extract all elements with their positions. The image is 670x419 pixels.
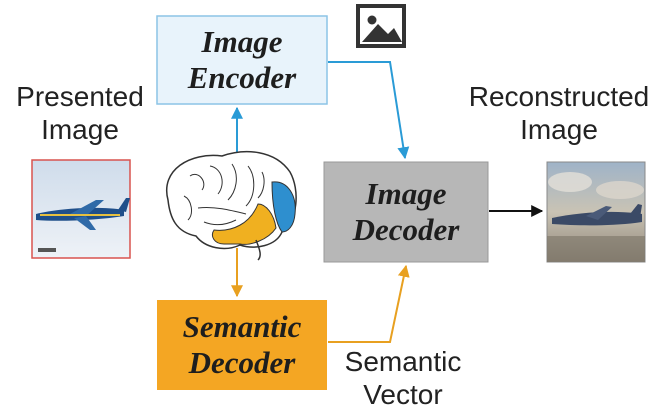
reconstructed-image — [546, 161, 646, 263]
presented-image — [31, 159, 131, 259]
reconstructed-image-label: Reconstructed Image — [468, 81, 650, 145]
image-decoder-box — [323, 161, 489, 263]
presented-image-label: Presented Image — [16, 81, 144, 145]
brain-icon — [165, 151, 297, 261]
image-icon — [356, 4, 406, 48]
image-decoder-label: Image Decoder — [352, 176, 460, 247]
image-encoder-label: Image Encoder — [187, 24, 297, 95]
semantic-decoder-box — [157, 300, 327, 390]
semantic-decoder-label: Semantic Decoder — [182, 309, 302, 380]
image-encoder-box — [156, 15, 328, 105]
encoder-to-decoder-arrow — [328, 61, 410, 160]
semantic-to-decoder-arrow — [328, 264, 410, 343]
semantic-vector-label: Semantic Vector — [344, 346, 462, 410]
